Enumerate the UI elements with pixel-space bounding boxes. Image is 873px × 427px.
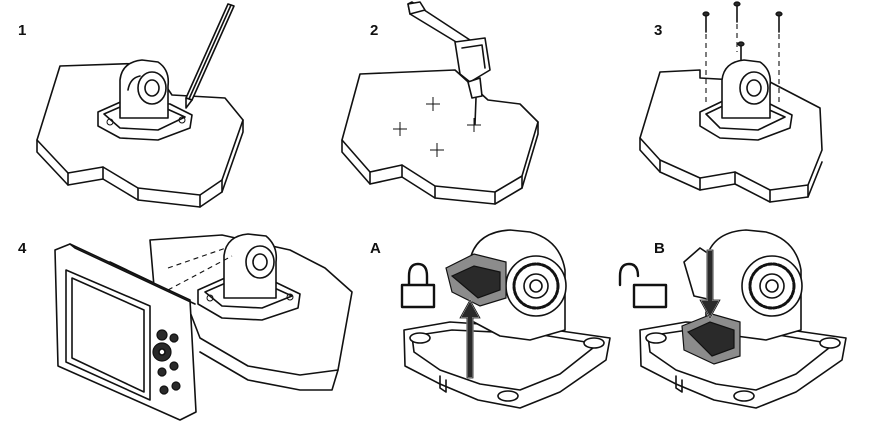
screw-icon <box>733 1 741 52</box>
step-label-b: B <box>654 240 665 257</box>
arrow-down-icon <box>698 249 722 320</box>
panel-2-drill-holes <box>341 1 539 205</box>
panel-1-mark-holes <box>36 3 244 208</box>
step-label-3: 3 <box>654 22 663 39</box>
step-label-2: 2 <box>370 22 379 39</box>
hole-mark <box>430 143 444 157</box>
hole-mark <box>393 122 407 136</box>
mount-bracket <box>97 59 193 141</box>
mount-bracket <box>197 233 301 321</box>
mount-upright <box>469 229 567 341</box>
lock-closed-icon <box>400 262 436 309</box>
hole-mark <box>467 118 481 132</box>
arrow-up-icon <box>458 298 482 379</box>
step-label-4: 4 <box>18 240 27 257</box>
screw-icon <box>737 41 745 61</box>
mounting-surface <box>341 69 539 205</box>
panel-3-screw-mount <box>639 1 823 203</box>
pencil-icon <box>185 3 235 109</box>
lock-open-icon <box>618 262 668 309</box>
screw-icon <box>702 11 710 106</box>
panel-a-locked <box>400 229 611 409</box>
latch <box>445 253 507 307</box>
drill-icon <box>407 1 491 125</box>
mount-bracket <box>699 59 793 141</box>
screw-icon <box>775 11 783 106</box>
mount-upright <box>683 229 803 341</box>
panel-b-unlocked <box>618 229 847 409</box>
latch <box>681 313 741 365</box>
step-label-1: 1 <box>18 22 27 39</box>
step-label-a: A <box>370 240 381 257</box>
display-unit <box>54 243 197 421</box>
hole-mark <box>426 97 440 111</box>
panel-4-attach-display <box>54 233 353 421</box>
mount-base <box>403 321 611 409</box>
